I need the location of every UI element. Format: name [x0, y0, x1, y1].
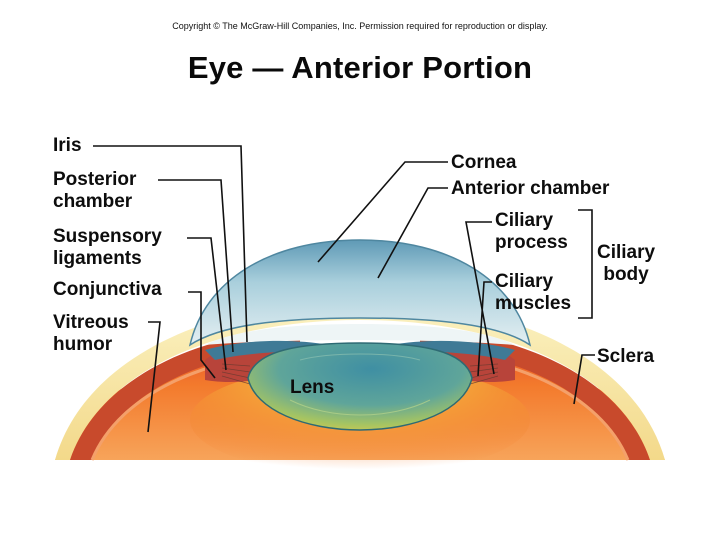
leader-lines: [93, 145, 595, 433]
cornea-dome: [188, 239, 532, 347]
label-ciliary-process-line2: process: [495, 232, 568, 253]
label-posterior-chamber-line1: Posterior: [53, 169, 137, 190]
label-ciliary-body-line1: Ciliary: [597, 242, 656, 263]
label-ciliary-process-line1: Ciliary: [495, 210, 554, 231]
label-suspensory-ligaments: Suspensory ligaments: [53, 226, 162, 270]
label-vitreous-humor: Vitreous humor: [53, 312, 129, 356]
iris-left: [205, 340, 330, 360]
label-sclera-text: Sclera: [597, 346, 655, 367]
lens-inner-arc-2: [289, 399, 431, 416]
copyright-notice: Copyright © The McGraw-Hill Companies, I…: [172, 21, 548, 31]
lens-inner-arc: [299, 353, 421, 361]
label-conjunctiva-text: Conjunctiva: [53, 279, 162, 300]
label-suspensory-line2: ligaments: [53, 248, 142, 269]
label-ciliary-muscles: Ciliary muscles: [495, 271, 571, 315]
label-posterior-chamber: Posterior chamber: [53, 169, 136, 213]
label-anterior-chamber-text: Anterior chamber: [451, 178, 610, 199]
label-iris: Iris: [53, 135, 82, 157]
label-lens: Lens: [290, 377, 334, 399]
label-posterior-chamber-line2: chamber: [53, 191, 133, 212]
label-vitreous-line2: humor: [53, 334, 113, 355]
iris-right: [390, 340, 515, 360]
label-ciliary-body: Ciliary body: [597, 242, 655, 286]
label-suspensory-line1: Suspensory: [53, 226, 162, 247]
label-anterior-chamber: Anterior chamber: [451, 178, 609, 200]
label-vitreous-line1: Vitreous: [53, 312, 129, 333]
label-sclera: Sclera: [597, 346, 654, 368]
sclera-layer: [55, 300, 665, 460]
anterior-chamber: [205, 324, 515, 345]
label-ciliary-muscles-line1: Ciliary: [495, 271, 554, 292]
label-cornea-text: Cornea: [451, 152, 517, 173]
label-ciliary-process: Ciliary process: [495, 210, 568, 254]
label-lens-text: Lens: [290, 377, 335, 398]
page-title: Eye — Anterior Portion: [187, 50, 533, 85]
label-cornea: Cornea: [451, 152, 516, 174]
label-conjunctiva: Conjunctiva: [53, 279, 162, 301]
label-iris-text: Iris: [53, 135, 82, 156]
label-ciliary-body-line2: body: [603, 264, 649, 285]
label-ciliary-muscles-line2: muscles: [495, 293, 572, 314]
lens-body: [247, 342, 473, 431]
suspensory-ligaments-left: [221, 363, 251, 385]
